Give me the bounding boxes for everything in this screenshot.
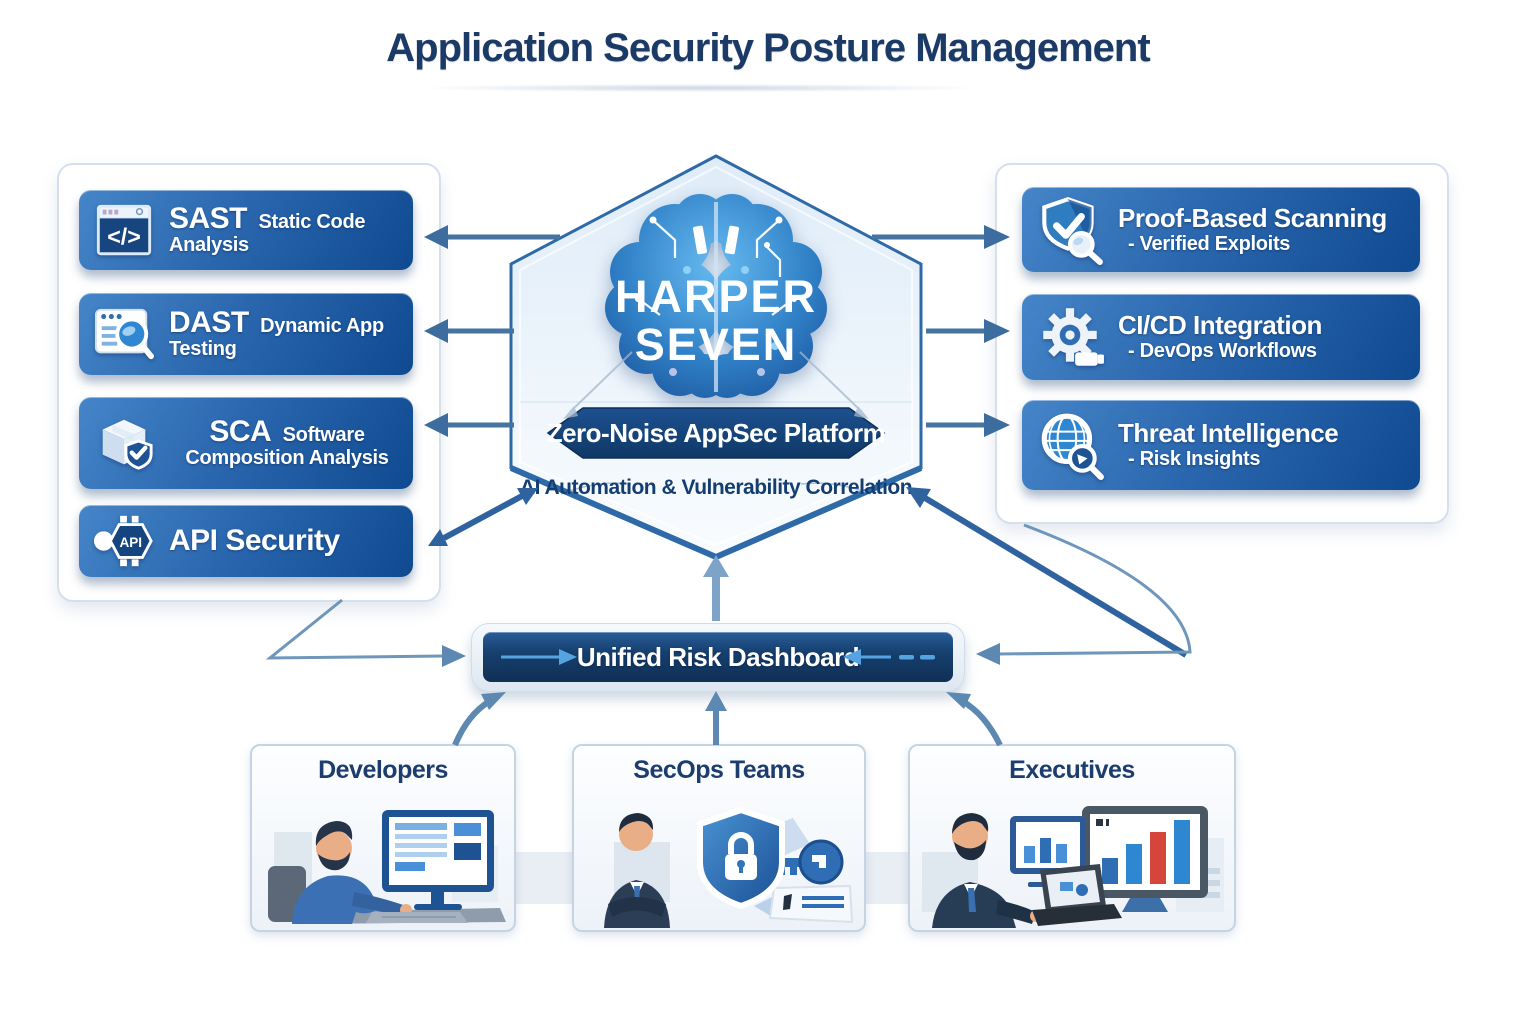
feature-title: Proof-Based Scanning xyxy=(1118,202,1387,233)
audience-secops-teams: SecOps Teams xyxy=(572,744,866,932)
capability-dast: DAST Dynamic App Testing xyxy=(79,293,413,375)
capability-sast: </> SAST Static Code Analysis xyxy=(79,190,413,270)
unified-risk-dashboard: Unified Risk Dashboard xyxy=(471,623,965,692)
feature-threat-intelligence: Threat Intelligence - Risk Insights xyxy=(1022,400,1420,490)
feature-cicd-integration: CI/CD Integration - DevOps Workflows xyxy=(1022,294,1420,380)
brain-hemisphere-divide xyxy=(714,202,718,392)
audience-developers: Developers xyxy=(250,744,516,932)
feature-title: CI/CD Integration xyxy=(1118,310,1322,341)
product-name-line1: HARPER xyxy=(615,271,817,322)
hexagon-inner-line xyxy=(519,165,913,547)
capability-abbr: API Security xyxy=(169,523,340,557)
feature-subtitle: - Risk Insights xyxy=(1128,448,1261,471)
arrow-developers-to-dashboard xyxy=(452,692,506,747)
gear-icon xyxy=(1043,308,1104,366)
platform-hexagon: HARPER SEVEN Zero-Noise AppSec Platform … xyxy=(509,154,923,561)
tagline-flourish-right xyxy=(800,482,872,495)
feature-proof-based-scanning: Proof-Based Scanning - Verified Exploits xyxy=(1022,187,1420,272)
audience-title: Developers xyxy=(318,756,448,784)
code-window-icon: </> xyxy=(96,204,152,256)
platform-features-panel: Proof-Based Scanning - Verified Exploits xyxy=(995,163,1449,524)
package-shield-icon xyxy=(102,419,153,470)
capability-text: API Security xyxy=(169,523,340,557)
capability-text: DAST Dynamic App Testing xyxy=(169,306,413,361)
audience-executives: Executives xyxy=(908,744,1236,932)
line-left-panel-to-dashboard xyxy=(265,598,466,667)
feature-title: Threat Intelligence xyxy=(1118,418,1339,449)
api-key-icon: API xyxy=(93,515,153,567)
executive-illustration xyxy=(922,806,1224,928)
arrow-dashboard-to-hex xyxy=(703,555,729,621)
scanning-capabilities-panel: </> SAST Static Code Analysis DAST Dynam… xyxy=(57,163,441,602)
ai-brain-icon xyxy=(605,194,827,398)
arrow-executives-to-dashboard xyxy=(946,692,1003,747)
capability-label: Software Composition Analysis xyxy=(185,424,389,470)
api-icon-text: API xyxy=(119,535,142,550)
dashboard-flow-arrow-right xyxy=(843,649,935,665)
feature-text: Proof-Based Scanning - Verified Exploits xyxy=(1118,202,1387,256)
brain-circuit-lines xyxy=(639,221,793,316)
feature-subtitle: - Verified Exploits xyxy=(1128,232,1291,255)
tagline-flourish-left xyxy=(560,482,632,495)
product-name-line2: SEVEN xyxy=(635,319,798,370)
arrow-secops-to-dashboard xyxy=(705,691,727,745)
platform-tagline: AI Automation & Vulnerability Correlatio… xyxy=(520,476,912,499)
dashboard-flow-arrow-left xyxy=(501,649,577,665)
title-divider xyxy=(430,84,970,92)
capability-label: Static Code Analysis xyxy=(169,211,366,257)
page-title: Application Security Posture Management xyxy=(386,26,1150,70)
feature-subtitle: - DevOps Workflows xyxy=(1128,340,1317,363)
capability-api-security: API API Security xyxy=(79,505,413,577)
feature-text: CI/CD Integration - DevOps Workflows xyxy=(1118,311,1322,363)
capability-text: SCA Software Composition Analysis xyxy=(169,415,413,470)
secops-illustration xyxy=(604,806,854,928)
line-right-panel-to-dashboard xyxy=(976,523,1192,665)
globe-magnifier-icon xyxy=(1041,413,1104,480)
svg-text:</>: </> xyxy=(107,224,141,250)
audience-title: SecOps Teams xyxy=(633,756,805,784)
platform-banner-text: Zero-Noise AppSec Platform xyxy=(547,418,886,448)
browser-scan-icon xyxy=(94,308,155,360)
brain-chip-pillars xyxy=(692,225,740,255)
developer-illustration xyxy=(268,810,506,924)
capability-abbr: SCA xyxy=(209,415,272,448)
capability-label: Dynamic App Testing xyxy=(169,315,384,361)
shield-check-magnifier-icon xyxy=(1042,196,1103,265)
capability-text: SAST Static Code Analysis xyxy=(169,202,413,257)
feature-text: Threat Intelligence - Risk Insights xyxy=(1118,418,1339,471)
brain-circuit-dots xyxy=(635,216,797,376)
audience-title: Executives xyxy=(1009,756,1135,784)
dashboard-bar: Unified Risk Dashboard xyxy=(483,632,953,682)
dashboard-label: Unified Risk Dashboard xyxy=(576,641,860,672)
capability-sca: SCA Software Composition Analysis xyxy=(79,397,413,489)
capability-abbr: DAST xyxy=(169,306,249,339)
capability-abbr: SAST xyxy=(169,202,248,235)
